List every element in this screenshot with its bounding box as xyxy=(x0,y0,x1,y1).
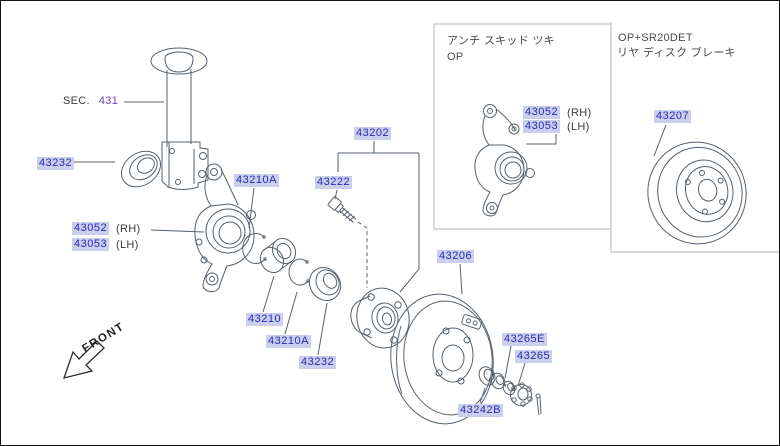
callout-knuckle-lh[interactable]: 43053 xyxy=(72,238,110,251)
inset-rh-suffix: (RH) xyxy=(567,107,592,119)
bearing-nut-drawing xyxy=(488,372,507,390)
callout-seal-upper[interactable]: 43232 xyxy=(37,157,75,170)
snap-ring-inner-drawing xyxy=(288,258,310,286)
front-direction-arrow-icon xyxy=(62,340,105,379)
callout-disc-rotor[interactable]: 43207 xyxy=(654,110,692,123)
seal-lower-drawing xyxy=(308,267,342,301)
callout-hub-bolt[interactable]: 43222 xyxy=(315,176,353,189)
knuckle-drawing xyxy=(194,163,256,293)
callout-knuckle-rh[interactable]: 43052 xyxy=(72,222,110,235)
inset-callout-knuckle-lh[interactable]: 43053 xyxy=(523,120,561,133)
anti-skid-inset-title: アンチ スキッド ツキ xyxy=(447,35,555,47)
cotter-pin-drawing xyxy=(535,393,542,416)
bolt-drawing xyxy=(327,196,357,223)
disc-rotor-drawing xyxy=(647,141,747,245)
callout-snap-ring-outer[interactable]: 43210A xyxy=(234,174,279,187)
disc-brake-inset-border xyxy=(610,22,779,253)
callout-retainer-ring[interactable]: 43242B xyxy=(458,404,503,417)
seal-upper-drawing xyxy=(121,150,161,188)
leader-lines xyxy=(71,101,667,404)
wheel-bearing-drawing xyxy=(259,237,297,274)
disc-brake-inset-title: OP+SR20DET xyxy=(618,32,693,44)
disc-brake-inset-subtitle: リヤ ディスク ブレーキ xyxy=(617,47,736,59)
inset-callout-knuckle-rh[interactable]: 43052 xyxy=(523,106,561,119)
snap-ring-outer-drawing xyxy=(242,233,267,265)
inset-lh-suffix: (LH) xyxy=(567,121,590,133)
retainer-ring-drawing xyxy=(478,366,496,386)
callout-snap-ring-inner[interactable]: 43210A xyxy=(266,335,311,348)
callout-washer[interactable]: 43265E xyxy=(502,333,547,346)
callout-hub-assembly[interactable]: 43202 xyxy=(354,127,392,140)
lock-nut-drawing xyxy=(510,382,533,407)
brake-drum-drawing xyxy=(390,293,494,425)
lh-suffix: (LH) xyxy=(116,239,139,251)
strut-drawing xyxy=(150,47,209,190)
inset-knuckle-drawing xyxy=(474,104,535,217)
callout-lock-nut[interactable]: 43265 xyxy=(515,350,553,363)
hub-drawing xyxy=(350,287,410,349)
callout-seal-lower[interactable]: 43232 xyxy=(299,356,337,369)
callout-wheel-bearing[interactable]: 43210 xyxy=(246,313,284,326)
rh-suffix: (RH) xyxy=(116,223,141,235)
section-ref: SEC. 431 xyxy=(63,95,118,108)
callout-brake-drum[interactable]: 43206 xyxy=(437,250,475,263)
section-prefix: SEC. xyxy=(63,95,90,107)
section-number-link[interactable]: 431 xyxy=(98,95,119,107)
anti-skid-inset-subtitle: OP xyxy=(447,51,464,63)
